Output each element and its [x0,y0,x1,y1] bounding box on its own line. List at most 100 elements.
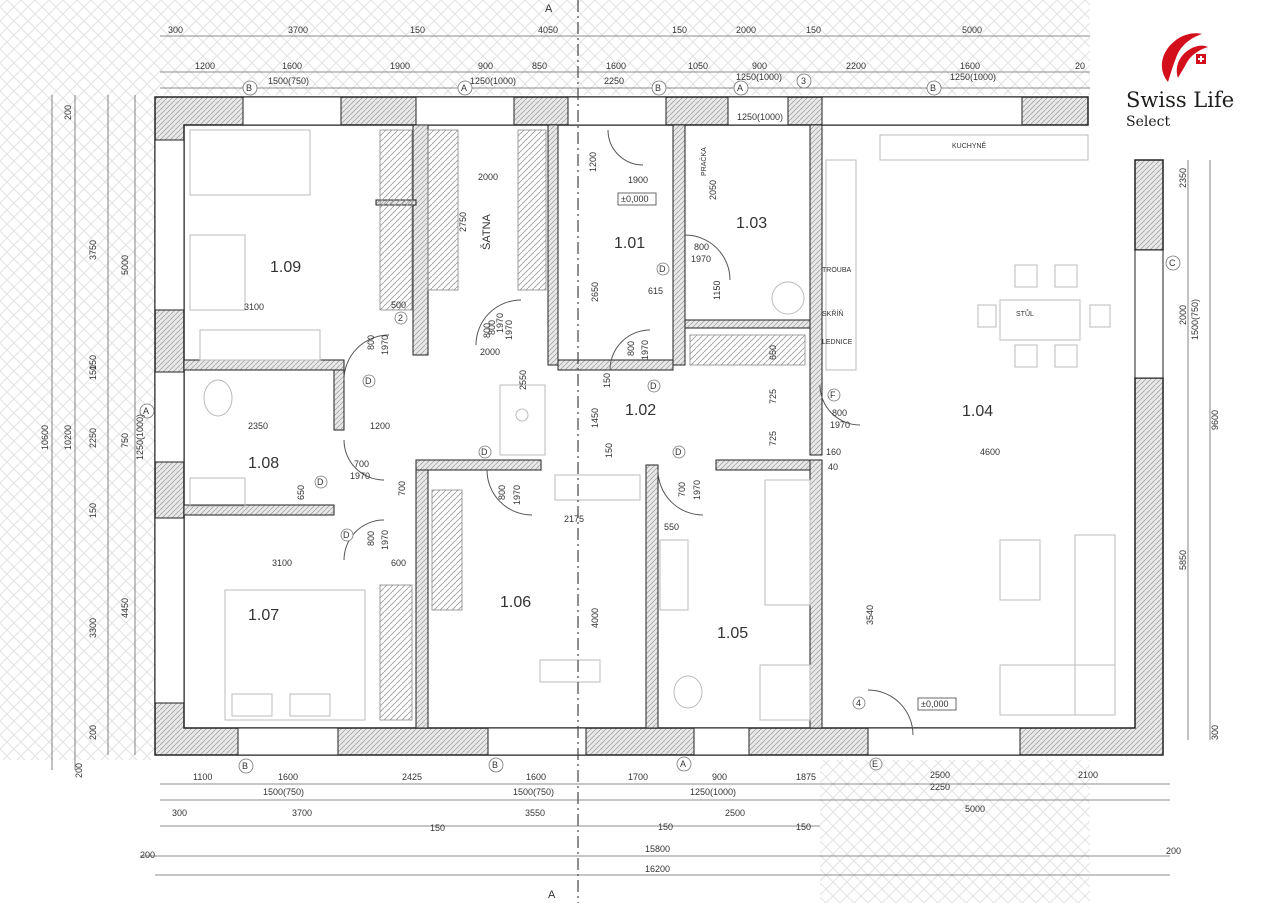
dim-bottom-d5: 150 [658,822,673,832]
dim-right-r2: 2000 [1178,305,1188,325]
dim-bottom-e2: 15800 [645,844,670,854]
dim-inner-12: 2350 [248,421,268,431]
dim-left-l3: 200 [63,105,73,120]
dim-top-v2: 1250(1000) [470,76,516,86]
dim-left-l1: 10600 [40,425,50,450]
door-2-height: 1970 [504,320,514,340]
door-8-height: 1970 [692,480,702,500]
dim-right-r4: 9600 [1210,410,1220,430]
dim-top-1: 300 [168,25,183,35]
dim-top-u4: 900 [478,61,493,71]
dim-top-3: 150 [410,25,425,35]
room-1-05: 1.05 [717,625,748,642]
dim-left-l6: 150 [88,355,98,370]
dim-top-2: 3700 [288,25,308,35]
dim-inner-16: 3100 [272,558,292,568]
brand-name: Swiss Life [1126,88,1235,112]
dim-top-u9: 2200 [846,61,866,71]
dim-left-l14: 200 [74,763,84,778]
dim-inner-31: 150 [604,443,614,458]
dim-bottom-d8: 5000 [965,804,985,814]
dim-inner-19: 4000 [590,608,600,628]
dimension-lines [51,35,1211,876]
axis-3: 3 [801,76,806,86]
axis-b-4: B [242,761,248,771]
door-4-width: 800 [694,242,709,252]
fixture-kitchen: KUCHYNĚ [952,141,987,150]
door-1-height: 1970 [380,335,390,355]
axis-b-2: B [655,83,661,93]
dim-inner-26: 725 [768,431,778,446]
door-10-height: 1970 [495,313,505,333]
dim-left-l8: 750 [120,433,130,448]
axis-d-3: D [650,381,657,391]
outer-walls [154,96,1164,756]
dim-top-4: 4050 [538,25,558,35]
dim-right-r5: 5850 [1178,550,1188,570]
dim-inner-4: 1900 [628,175,648,185]
room-1-07: 1.07 [248,607,279,624]
room-1-03: 1.03 [736,215,767,232]
axis-d-4: D [317,477,324,487]
dim-top-5: 150 [672,25,687,35]
dim-left-l9: 1250(1000) [135,414,145,460]
dim-inner-23: 1450 [590,408,600,428]
dim-top-7: 150 [806,25,821,35]
room-satna: ŠATNA [480,213,493,250]
door-5-width: 700 [354,459,369,469]
door-8-width: 700 [677,482,687,497]
axis-d-2: D [365,376,372,386]
level-mark-2: ±0,000 [921,699,948,709]
axis-a-4: A [143,406,149,416]
dim-top-8: 5000 [962,25,982,35]
dim-inner-33: 1250(1000) [737,112,783,122]
dim-top-u6: 1600 [606,61,626,71]
dim-bottom-b1: 1100 [193,772,212,782]
dim-left-l12: 4450 [120,598,130,618]
dim-top-v1: 1500(750) [268,76,309,86]
axis-d-1: D [659,264,666,274]
fixture-washer: PRAČKA [699,147,708,176]
swisslife-flame-icon [1161,33,1208,82]
dim-bottom-d3: 150 [430,823,445,833]
dim-left-l2: 10200 [63,425,73,450]
dim-left-l5: 5000 [120,255,130,275]
dim-inner-17: 600 [391,558,406,568]
dim-top-u10: 1600 [960,61,980,71]
dim-inner-7: 615 [648,286,663,296]
dim-bottom-b3: 2425 [402,772,422,782]
axis-d-6: D [675,447,682,457]
dim-bottom-b6: 900 [712,772,727,782]
dim-inner-5: 2050 [708,180,718,200]
dim-top-u11: 20 [1075,61,1085,71]
room-1-02: 1.02 [625,402,656,419]
dim-bottom-b8: 2500 [930,770,950,780]
dim-bottom-e1: 200 [140,850,155,860]
dim-left-l13: 200 [88,725,98,740]
axis-d-7: D [481,447,488,457]
dim-left-l10: 150 [88,503,98,518]
dim-bottom-e4: 16200 [645,864,670,874]
dim-top-u3: 1900 [390,61,410,71]
dim-inner-32: 150 [88,365,98,380]
door-7-height: 1970 [512,485,522,505]
fixture-fridge: LEDNICE [822,339,853,346]
dim-inner-6: 2650 [590,282,600,302]
axis-e: E [872,759,878,769]
dim-inner-2: 2750 [458,212,468,232]
door-6-width: 800 [366,531,376,546]
dim-top-v4: 1250(1000) [736,72,782,82]
wardrobes [379,129,806,721]
dim-inner-20: 550 [664,522,679,532]
axis-a-3: A [680,759,686,769]
dim-top-u1: 1200 [195,61,215,71]
dim-top-u2: 1600 [282,61,302,71]
dim-inner-10: 500 [391,300,406,310]
axis-a-2: A [737,83,743,93]
door-9-width: 800 [832,408,847,418]
dim-right-r1: 2350 [1178,168,1188,188]
dim-bottom-d1: 300 [172,808,187,818]
dim-inner-24: 150 [602,373,612,388]
terrain-hatch [0,0,1090,903]
